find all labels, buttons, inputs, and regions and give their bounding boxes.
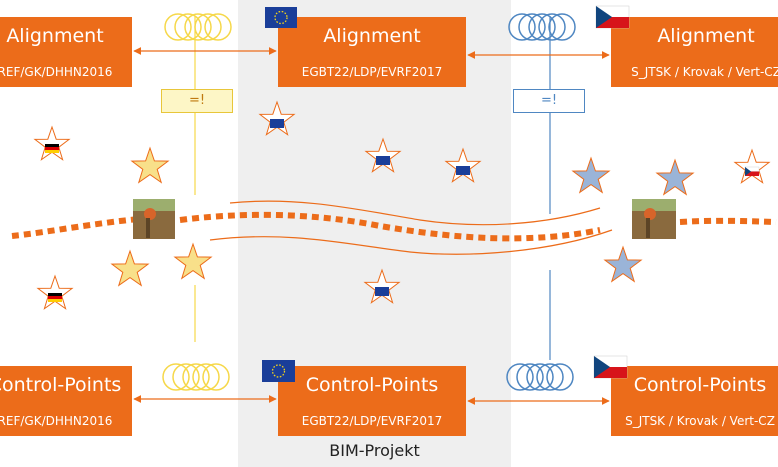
box-title: Alignment [657, 25, 755, 47]
cz-flag-icon-top [595, 5, 630, 29]
eu-flag-icon-bottom [262, 360, 295, 382]
star-yellow-icon [130, 146, 170, 184]
box-subtitle: REF/GK/DHHN2016 [0, 65, 113, 79]
coil-icon-bottom-left [162, 363, 230, 391]
comparison-label-de: =! [161, 89, 233, 113]
star-blue-icon [655, 158, 695, 196]
box-subtitle: EGBT22/LDP/EVRF2017 [301, 414, 443, 428]
eu-flag-icon-top [265, 7, 297, 28]
star-de-icon [36, 274, 74, 310]
star-eu-icon [258, 100, 296, 136]
box-title: Alignment [6, 25, 104, 47]
box-subtitle: S_JTSK / Krovak / Vert-CZ [631, 65, 778, 79]
track-dotted-right [679, 217, 777, 225]
star-de-icon [33, 125, 71, 161]
track-dotted-main [179, 211, 601, 242]
box-subtitle: EGBT22/LDP/EVRF2017 [301, 65, 443, 79]
box-subtitle: REF/GK/DHHN2016 [0, 414, 113, 428]
coil-icon-top-right [508, 13, 576, 41]
alignment-box-center[interactable]: Alignment EGBT22/LDP/EVRF2017 [278, 17, 466, 87]
box-subtitle: S_JTSK / Krovak / Vert-CZ [625, 414, 775, 428]
cz-flag-icon-bottom [593, 355, 628, 379]
box-title: Alignment [323, 25, 421, 47]
box-title: Control-Points [0, 374, 122, 396]
control-points-box-center[interactable]: Control-Points EGBT22/LDP/EVRF2017 [278, 366, 466, 436]
alignment-box-left[interactable]: Alignment REF/GK/DHHN2016 [0, 17, 132, 87]
track-edge-lower [209, 229, 613, 255]
comparison-label-cz: =! [513, 89, 585, 113]
box-title: Control-Points [305, 374, 439, 396]
control-points-box-left[interactable]: Control-Points REF/GK/DHHN2016 [0, 366, 132, 436]
coil-icon-bottom-right [506, 363, 574, 391]
star-eu-icon [444, 147, 482, 183]
control-points-box-right[interactable]: Control-Points S_JTSK / Krovak / Vert-CZ [611, 366, 778, 436]
coil-icon-top-left [164, 13, 232, 41]
star-eu-icon [364, 137, 402, 173]
box-title: Control-Points [633, 374, 767, 396]
bim-project-caption: BIM-Projekt [329, 441, 420, 460]
star-blue-icon [571, 156, 611, 194]
survey-photo-right [632, 199, 676, 239]
star-yellow-icon [173, 242, 213, 280]
star-yellow-icon [110, 249, 150, 287]
track-dotted-left [11, 215, 151, 239]
survey-photo-left [133, 199, 175, 239]
alignment-box-right[interactable]: Alignment S_JTSK / Krovak / Vert-CZ [611, 17, 778, 87]
star-cz-icon [733, 148, 771, 184]
star-blue-icon [603, 245, 643, 283]
star-eu-icon [363, 268, 401, 304]
track-edge-upper [229, 200, 601, 226]
